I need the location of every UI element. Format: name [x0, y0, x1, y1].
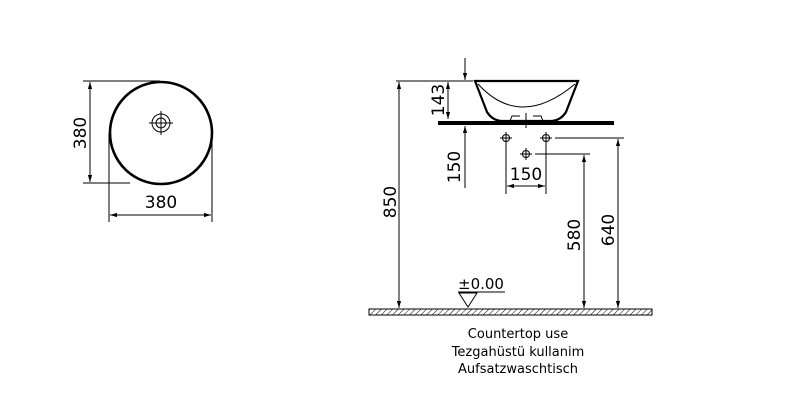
- depth-dimension-label: 380: [71, 117, 91, 149]
- connection-spacing-label: 150: [510, 165, 542, 185]
- top-view: 380 380: [71, 80, 214, 222]
- bowl-height-label: 143: [429, 84, 449, 116]
- lower-connection-height-label: 580: [565, 219, 585, 251]
- caption-german: Aufsatzwaschtisch: [458, 362, 578, 377]
- water-connections: [500, 132, 552, 160]
- width-dimension-label: 380: [145, 193, 177, 213]
- floor-level-triangle-icon: [458, 292, 478, 308]
- countertop: [438, 121, 614, 125]
- caption-english: Countertop use: [468, 327, 568, 342]
- total-height-label: 850: [381, 186, 401, 218]
- side-view: 143 150 150 850 580 640 ±0.00: [368, 58, 653, 316]
- floor-level-label: ±0.00: [458, 275, 504, 293]
- caption-turkish: Tezgahüstü kullanim: [451, 345, 585, 360]
- countertop-to-connection-label: 150: [445, 151, 465, 183]
- caption: Countertop use Tezgahüstü kullanim Aufsa…: [451, 327, 585, 377]
- upper-connection-height-label: 640: [599, 214, 619, 246]
- floor-hatch: [368, 308, 653, 316]
